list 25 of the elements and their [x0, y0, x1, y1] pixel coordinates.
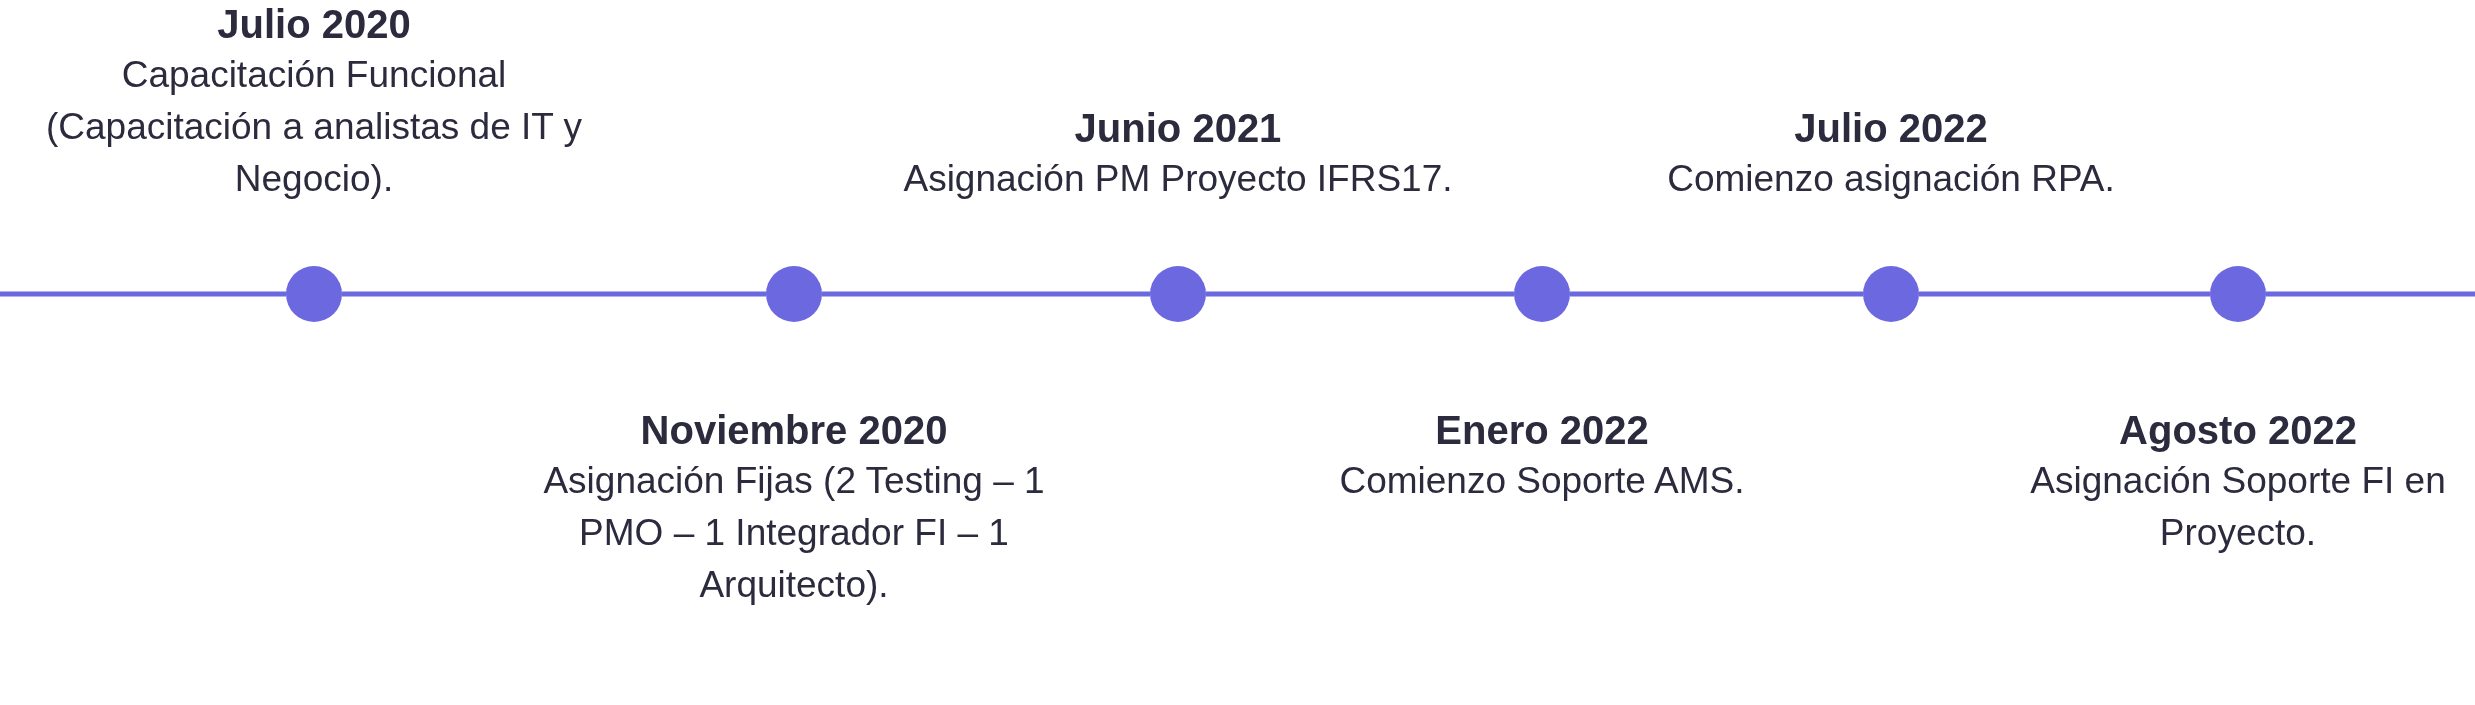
event-date: Agosto 2022 — [2118, 407, 2358, 454]
event-description: Asignación PM Proyecto IFRS17. — [902, 157, 1454, 201]
event-description: Asignación Fijas (2 Testing – 1 PMO – 1 Integrador FI – 1 Arquitecto). — [542, 459, 1046, 607]
event-date: Enero 2022 — [1434, 407, 1650, 454]
timeline-dot — [1514, 266, 1570, 322]
timeline-line — [1919, 291, 2210, 297]
timeline-dot — [766, 266, 822, 322]
timeline-dot — [2210, 266, 2266, 322]
timeline-line — [822, 291, 1150, 297]
event-description: Capacitación Funcional (Capacitación a analistas de IT y Negocio). — [44, 53, 584, 201]
timeline-line — [1206, 291, 1514, 297]
timeline-line — [342, 291, 766, 297]
event-date: Junio 2021 — [1073, 105, 1283, 152]
event-date: Julio 2020 — [216, 1, 412, 48]
event-date: Noviembre 2020 — [639, 407, 949, 454]
timeline-line — [2266, 291, 2475, 297]
timeline-dot — [1150, 266, 1206, 322]
event-date: Julio 2022 — [1793, 105, 1989, 152]
event-description: Comienzo Soporte AMS. — [1338, 459, 1746, 503]
event-description: Asignación Soporte FI en Proyecto. — [2029, 459, 2447, 555]
timeline-line — [0, 291, 286, 297]
timeline-dot — [286, 266, 342, 322]
timeline-line — [1570, 291, 1863, 297]
event-description: Comienzo asignación RPA. — [1666, 157, 2116, 201]
timeline-dot — [1863, 266, 1919, 322]
